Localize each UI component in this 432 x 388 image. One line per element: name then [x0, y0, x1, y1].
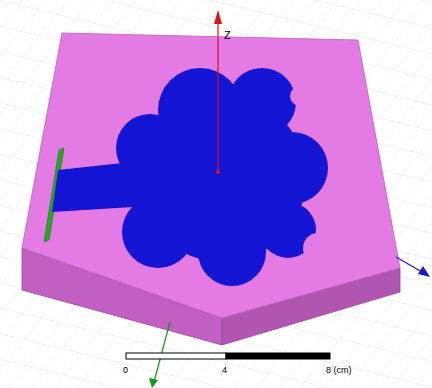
scale-bar-white — [126, 353, 226, 359]
scale-tick-label: 0 — [123, 366, 128, 375]
patch-notch — [303, 233, 333, 263]
y-arrowhead — [149, 378, 158, 388]
scale-tick-label: 4 — [222, 366, 227, 375]
axis-label: Z — [224, 30, 231, 41]
scale-bar-black — [226, 353, 330, 359]
z-arrowhead — [214, 10, 222, 24]
scale-unit-label: 8 (cm) — [326, 366, 352, 375]
substrate-top — [22, 33, 400, 318]
x-axis — [396, 257, 422, 272]
origin — [216, 170, 220, 174]
x-arrowhead — [418, 266, 430, 277]
z-axis — [217, 22, 218, 172]
patch-notch — [290, 86, 310, 106]
patch — [116, 68, 328, 286]
y-axis — [154, 322, 170, 382]
